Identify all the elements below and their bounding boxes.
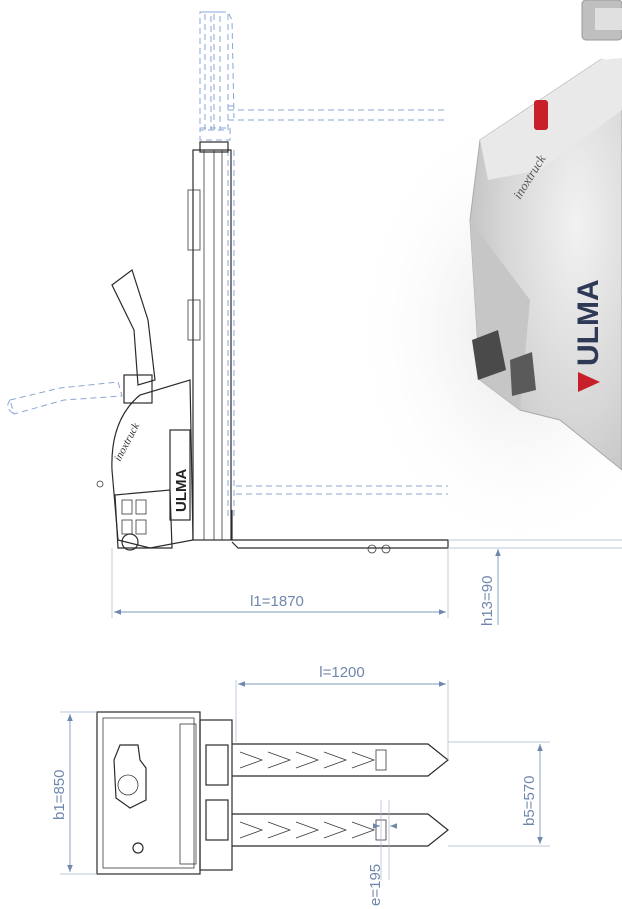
red-button-icon: [534, 100, 548, 130]
dimension-label-e: e=195: [367, 864, 384, 906]
dimension-b1: b1=850: [51, 711, 97, 875]
dimension-label-h13: h13=90: [479, 576, 496, 626]
raised-mast-ghost: [199, 11, 448, 520]
dimension-b5: b5=570: [448, 741, 550, 847]
chassis: ULMA inoxtruck: [96, 379, 194, 551]
dimension-label-l: l=1200: [319, 664, 364, 681]
dimension-label-b5: b5=570: [521, 776, 538, 826]
product-photo: ULMA inoxtruck: [350, 0, 622, 560]
dimension-e: e=195: [367, 800, 398, 906]
forks-top: [232, 743, 449, 847]
tiller: [7, 269, 156, 415]
svg-text:ULMA: ULMA: [173, 469, 190, 512]
svg-text:ULMA: ULMA: [572, 279, 605, 366]
dimension-l: l=1200: [235, 664, 449, 760]
dimension-label-l1: l1=1870: [250, 593, 304, 610]
dimension-label-b1: b1=850: [51, 770, 68, 820]
side-model-label: inoxtruck: [112, 420, 143, 463]
dimension-h13: h13=90: [448, 539, 622, 626]
photo-ulma-logo: ULMA: [572, 279, 605, 392]
side-logo: ULMA: [169, 429, 191, 521]
mast: [187, 141, 232, 541]
side-view: ULMA inoxtruck: [7, 11, 449, 554]
forks-side: [231, 510, 449, 554]
top-view: [96, 711, 449, 875]
dimension-l1: l1=1870: [111, 548, 449, 618]
